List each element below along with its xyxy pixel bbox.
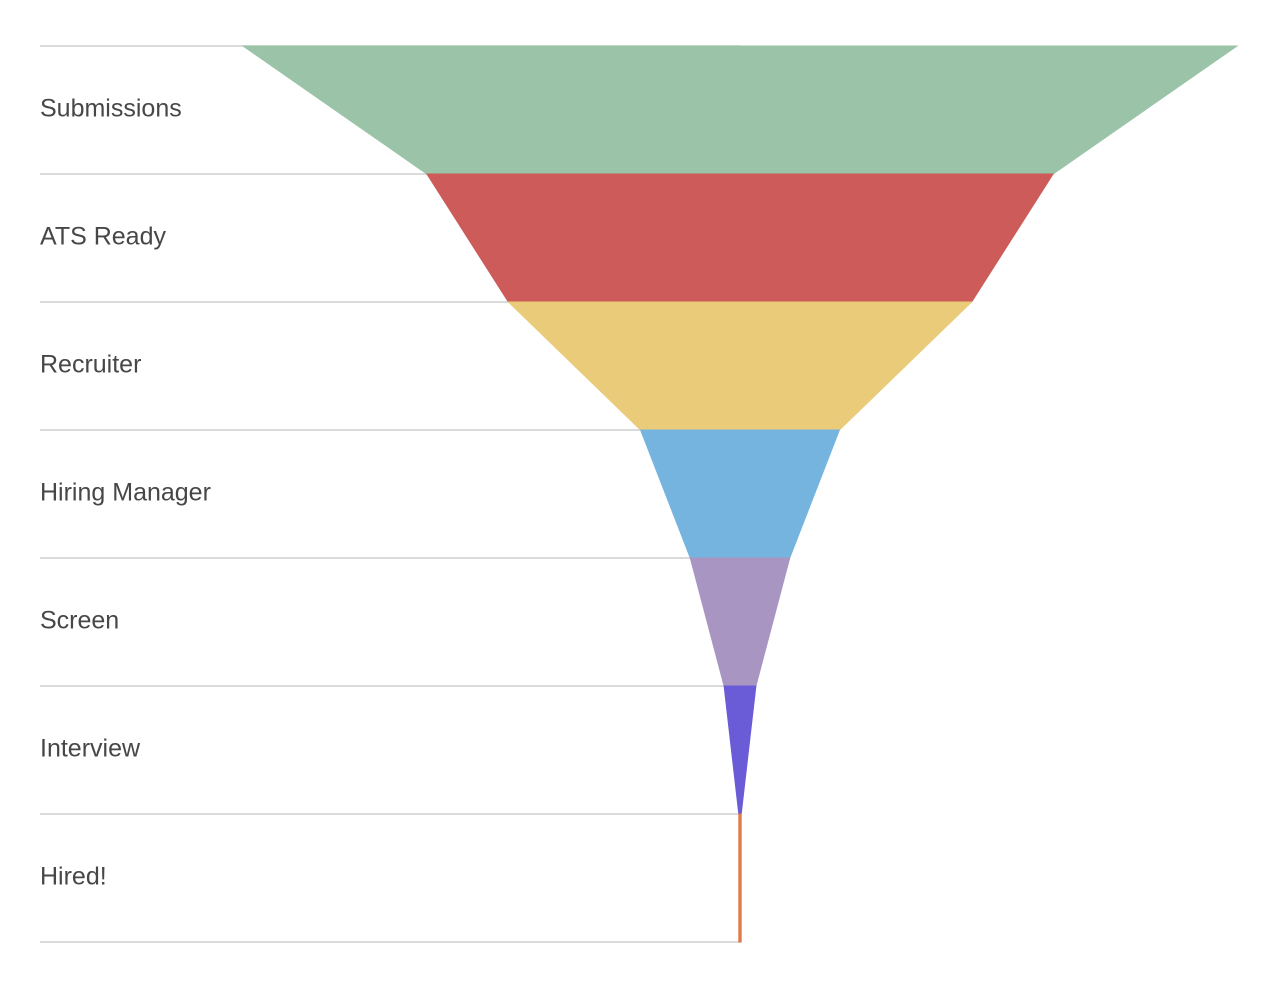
stage-dividers [40, 45, 740, 943]
funnel-band-recruiter [507, 301, 973, 431]
stage-label: Submissions [40, 95, 182, 123]
funnel-band-interview [723, 685, 757, 815]
funnel-bands [241, 45, 1239, 943]
funnel-band-hiring-manager [639, 429, 841, 559]
stage-label: Recruiter [40, 351, 141, 379]
funnel-band-hired [738, 813, 742, 943]
stage-label: Screen [40, 607, 119, 635]
funnel-band-ats-ready [425, 173, 1055, 303]
funnel-band-submissions [241, 45, 1239, 175]
stage-label: ATS Ready [40, 223, 166, 251]
stage-label: Hired! [40, 863, 107, 891]
funnel-band-screen [689, 557, 791, 687]
stage-label: Interview [40, 735, 141, 763]
stage-label: Hiring Manager [40, 479, 211, 507]
